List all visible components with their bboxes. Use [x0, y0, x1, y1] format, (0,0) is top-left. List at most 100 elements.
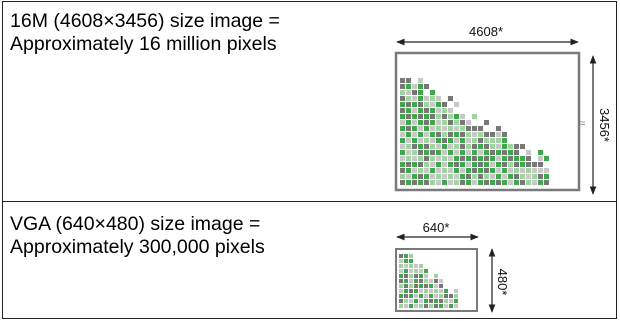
pixel-cell — [520, 168, 525, 173]
pixel-cell — [466, 144, 471, 149]
pixel-cell — [490, 180, 495, 185]
pixel-cell — [418, 162, 423, 167]
pixel-cell — [454, 144, 459, 149]
pixel-cell — [424, 294, 428, 298]
pixel-cell — [460, 162, 465, 167]
pixel-cell — [466, 168, 471, 173]
pixel-cell — [448, 138, 453, 143]
pixel-cell — [419, 279, 423, 283]
pixel-cell — [400, 108, 405, 113]
pixel-cell — [442, 150, 447, 155]
pixel-cell — [466, 162, 471, 167]
pixel-cell — [412, 90, 417, 95]
pixel-cell — [412, 120, 417, 125]
pixel-cell — [466, 150, 471, 155]
height-label-16m: 3456* — [597, 108, 612, 142]
pixel-cell — [538, 150, 543, 155]
pixel-cell — [520, 162, 525, 167]
pixel-cell — [399, 264, 403, 268]
pixel-cell — [444, 289, 448, 293]
pixel-cell — [466, 156, 471, 161]
pixel-cell — [466, 138, 471, 143]
pixel-cell — [430, 162, 435, 167]
pixel-cell — [424, 279, 428, 283]
pixel-cell — [430, 96, 435, 101]
pixel-cell — [400, 84, 405, 89]
pixel-cell — [429, 279, 433, 283]
pixel-cell — [472, 162, 477, 167]
pixel-cell — [430, 150, 435, 155]
pixel-cell — [418, 114, 423, 119]
pixel-cell — [424, 180, 429, 185]
pixel-cell — [496, 180, 501, 185]
pixel-cell — [484, 168, 489, 173]
pixel-cell — [454, 174, 459, 179]
pixel-cell — [538, 180, 543, 185]
pixel-cell — [478, 162, 483, 167]
pixel-cell — [409, 274, 413, 278]
pixel-cell — [412, 150, 417, 155]
pixel-cell — [404, 289, 408, 293]
pixel-cell — [436, 150, 441, 155]
pixel-cell — [424, 289, 428, 293]
pixel-cell — [442, 108, 447, 113]
pixel-cell — [454, 114, 459, 119]
pixel-cell — [544, 156, 549, 161]
pixel-cell — [454, 138, 459, 143]
pixel-cell — [418, 156, 423, 161]
pixel-cell — [404, 259, 408, 263]
pixel-cell — [400, 150, 405, 155]
pixel-cell — [399, 274, 403, 278]
pixel-cell — [448, 180, 453, 185]
pixel-cell — [419, 299, 423, 303]
pixel-cell — [442, 174, 447, 179]
pixel-cell — [400, 144, 405, 149]
pixel-cell — [429, 304, 433, 308]
pixel-cell — [490, 144, 495, 149]
pixel-cell — [484, 150, 489, 155]
pixel-cell — [472, 168, 477, 173]
pixel-cell — [430, 144, 435, 149]
pixel-cell — [409, 259, 413, 263]
pixel-cell — [399, 299, 403, 303]
pixel-cell — [429, 294, 433, 298]
pixel-cell — [502, 156, 507, 161]
pixel-cell — [418, 90, 423, 95]
pixel-cell — [454, 168, 459, 173]
pixel-cell — [414, 304, 418, 308]
pixel-cell — [436, 120, 441, 125]
pixel-cell — [460, 144, 465, 149]
pixel-cell — [460, 174, 465, 179]
row-16m-line2: Approximately 16 million pixels — [10, 33, 277, 55]
row-16m-line1: 16M (4608×3456) size image = — [10, 10, 280, 32]
pixel-cell — [404, 274, 408, 278]
pixel-cell — [526, 150, 531, 155]
pixel-cell — [414, 284, 418, 288]
pixel-cell — [466, 180, 471, 185]
pixel-cell — [532, 168, 537, 173]
pixel-cell — [430, 90, 435, 95]
pixel-cell — [502, 144, 507, 149]
pixel-cell — [429, 284, 433, 288]
pixel-cell — [430, 168, 435, 173]
pixel-cell — [436, 180, 441, 185]
pixel-cell — [502, 180, 507, 185]
pixel-cell — [406, 174, 411, 179]
pixel-cell — [409, 279, 413, 283]
pixel-cell — [430, 180, 435, 185]
pixel-cell — [418, 132, 423, 137]
pixel-cell — [448, 108, 453, 113]
pixel-cell — [424, 120, 429, 125]
pixel-cell — [400, 102, 405, 107]
pixel-cell — [406, 120, 411, 125]
pixel-cell — [436, 174, 441, 179]
pixel-cell — [436, 102, 441, 107]
pixel-cell — [448, 162, 453, 167]
pixel-cell — [409, 304, 413, 308]
pixel-cell — [466, 126, 471, 131]
pixel-cell — [406, 168, 411, 173]
pixel-cell — [406, 144, 411, 149]
pixel-cell — [544, 174, 549, 179]
pixel-cell — [430, 132, 435, 137]
